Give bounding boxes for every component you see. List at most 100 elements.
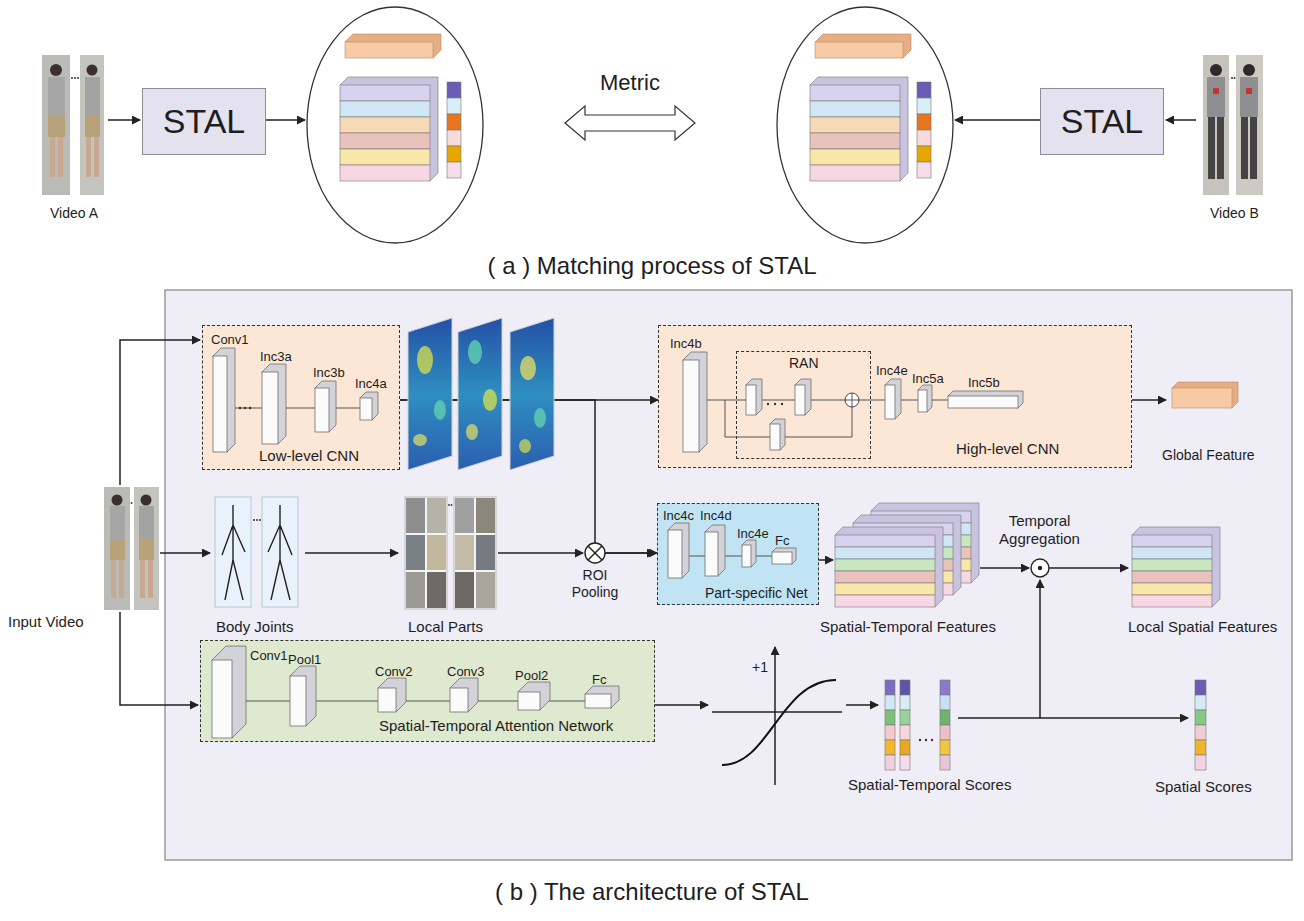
high-level-layers xyxy=(683,352,1238,452)
feature-maps xyxy=(408,318,554,470)
local-spatial-features xyxy=(1132,527,1220,607)
label-holder: ( b ) The architecture of STAL xyxy=(352,878,952,907)
flow-arrows-a xyxy=(108,106,1196,140)
node-text: STAL xyxy=(163,102,246,141)
label: Fc xyxy=(775,533,789,549)
label: Inc3a xyxy=(260,349,292,365)
module-box: STAL xyxy=(142,88,266,155)
node-text: Spatial-Temporal Attention Network xyxy=(379,717,613,734)
label-holder: Inc4e xyxy=(737,524,769,542)
low-level-layers xyxy=(213,348,378,452)
input-arrows xyxy=(120,340,210,705)
label: Body Joints xyxy=(216,618,294,636)
label-holder: Input Video xyxy=(8,613,84,631)
label: Fc xyxy=(592,672,606,688)
label-holder: Fc xyxy=(592,670,606,688)
aggregation-arrows xyxy=(980,568,1128,569)
label: Temporal Aggregation xyxy=(982,512,1097,548)
label-holder: Spatial Scores xyxy=(1155,778,1252,796)
label-holder: Video B xyxy=(1210,204,1259,222)
label: Video B xyxy=(1210,205,1259,222)
label-holder: Conv3 xyxy=(447,662,485,680)
label-holder: Conv1 xyxy=(211,330,249,348)
label-holder: Inc4d xyxy=(700,506,732,524)
label-holder: Fc xyxy=(775,531,789,549)
label: +1 xyxy=(752,659,768,676)
label: Spatial-Temporal Scores xyxy=(848,776,1011,794)
feature-set-b xyxy=(777,7,953,243)
label: Conv1 xyxy=(250,648,288,664)
video-b xyxy=(1203,55,1263,195)
label: Inc4a xyxy=(355,376,387,392)
label-holder: Local Parts xyxy=(408,618,483,636)
label: Conv1 xyxy=(211,332,249,348)
input-video xyxy=(104,487,159,610)
label-holder: Inc3b xyxy=(313,363,345,381)
label: Input Video xyxy=(8,613,84,631)
cnn-block: High-level CNN RAN xyxy=(658,325,1132,468)
node-text: Low-level CNN xyxy=(259,447,359,464)
label: Inc4e xyxy=(737,526,769,542)
label: Spatial-Temporal Features xyxy=(820,618,996,636)
label-holder: Temporal Aggregation xyxy=(982,512,1097,548)
label-holder: Pool1 xyxy=(288,650,321,668)
label: Inc3b xyxy=(313,365,345,381)
label: Inc4c xyxy=(663,508,694,524)
feature-set-a xyxy=(307,7,483,243)
residual-block: RAN xyxy=(736,351,871,459)
node-text: RAN xyxy=(789,355,819,371)
label-holder: Spatial-Temporal Features xyxy=(820,618,996,636)
label-holder: Metric xyxy=(590,70,670,96)
node-text: STAL xyxy=(1061,102,1144,141)
architecture-panel xyxy=(165,290,1292,860)
label: Pool1 xyxy=(288,652,321,668)
label-holder: ROI Pooling xyxy=(565,567,625,601)
label-holder: +1 xyxy=(752,658,768,676)
label-holder: Inc5a xyxy=(912,369,944,387)
label: Pool2 xyxy=(515,668,548,684)
label: Metric xyxy=(600,70,660,96)
label-holder: Pool2 xyxy=(515,666,548,684)
body-joints xyxy=(215,497,398,607)
label-holder: Inc4b xyxy=(670,334,702,352)
label-holder: ( a ) Matching process of STAL xyxy=(352,252,952,281)
label: Spatial Scores xyxy=(1155,778,1252,796)
module-box: STAL xyxy=(1040,88,1164,155)
aggregation-symbol xyxy=(1031,559,1049,577)
label-holder: Video A xyxy=(50,204,98,222)
label-holder: Inc5b xyxy=(968,373,1000,391)
label: Conv3 xyxy=(447,664,485,680)
attention-layers xyxy=(212,646,708,738)
label-holder: Conv2 xyxy=(375,662,413,680)
label-holder: Body Joints xyxy=(216,618,294,636)
node-text: Part-specific Net xyxy=(705,585,808,601)
label: Conv2 xyxy=(375,664,413,680)
label: Inc4e xyxy=(876,363,908,379)
label: ( a ) Matching process of STAL xyxy=(487,252,816,281)
score-columns xyxy=(885,580,1206,770)
label-holder: Spatial-Temporal Scores xyxy=(848,776,1011,794)
video-a xyxy=(42,55,104,195)
spatial-temporal-features xyxy=(835,503,979,607)
label-holder: Inc4a xyxy=(355,374,387,392)
part-net-layers xyxy=(668,523,833,578)
label-holder: Inc4e xyxy=(876,361,908,379)
label-holder: Conv1 xyxy=(250,646,288,664)
label: Local Parts xyxy=(408,618,483,636)
label: Inc5b xyxy=(968,375,1000,391)
label-holder: Inc4c xyxy=(663,506,694,524)
label: ROI Pooling xyxy=(565,567,625,601)
label-holder: Global Feature xyxy=(1162,446,1255,464)
label-holder: Inc3a xyxy=(260,347,292,365)
label: Inc4d xyxy=(700,508,732,524)
label: Inc4b xyxy=(670,336,702,352)
label: Inc5a xyxy=(912,371,944,387)
label-holder: Local Spatial Features xyxy=(1128,618,1277,636)
label: ( b ) The architecture of STAL xyxy=(495,878,809,907)
label: Global Feature xyxy=(1162,447,1255,464)
sigmoid-plot xyxy=(712,647,878,785)
node-text: High-level CNN xyxy=(956,440,1059,457)
label: Video A xyxy=(50,205,98,222)
roi-pooling-symbol xyxy=(585,543,605,563)
label: Local Spatial Features xyxy=(1128,618,1277,636)
